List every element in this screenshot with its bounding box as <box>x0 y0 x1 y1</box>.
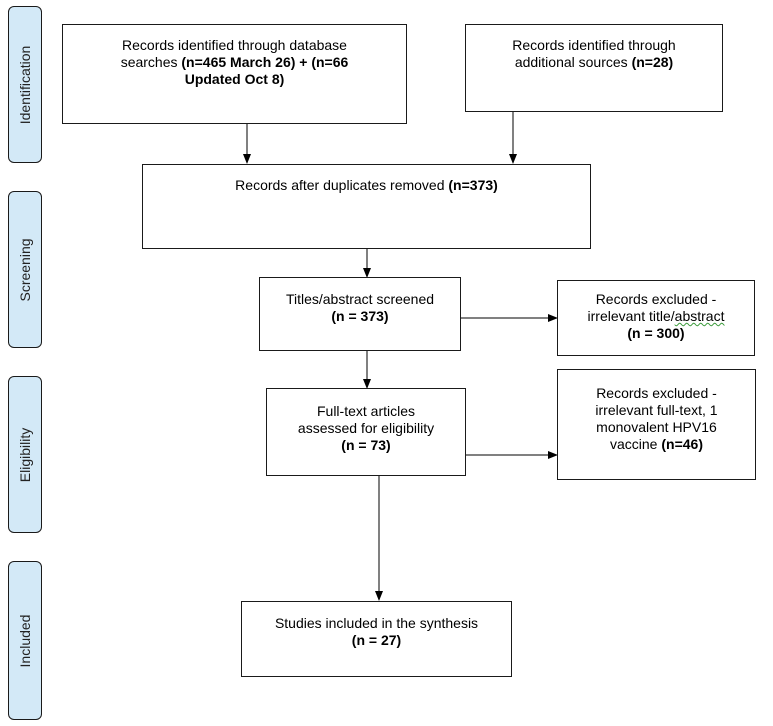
excluded-title-line2-squiggle: abstract <box>674 308 725 324</box>
fulltext-line2: assessed for eligibility <box>297 420 435 436</box>
fulltext-count-line: (n = 73) <box>267 437 465 454</box>
additional-line2-text: additional sources <box>514 54 632 70</box>
excluded-title-count: (n = 300) <box>627 325 685 341</box>
database-line2: searches (n=465 March 26) + (n=66 <box>63 54 406 71</box>
included-count-line: (n = 27) <box>242 632 511 649</box>
screened-count: (n = 373) <box>331 308 389 324</box>
additional-count: (n=28) <box>631 54 674 70</box>
box-excluded-title-abstract: Records excluded - irrelevant title/abst… <box>557 280 755 356</box>
database-line3: Updated Oct 8) <box>63 71 406 88</box>
box-studies-included: Studies included in the synthesis (n = 2… <box>241 601 512 677</box>
excluded-title-line2: irrelevant title/abstract <box>558 308 754 325</box>
database-line3-count: Updated Oct 8) <box>184 71 285 87</box>
excluded-title-line1: Records excluded - <box>595 291 717 307</box>
box-duplicates-removed: Records after duplicates removed (n=373) <box>142 164 591 249</box>
box-additional-records: Records identified through additional so… <box>465 24 723 112</box>
excluded-fulltext-line1: Records excluded - <box>596 385 717 401</box>
database-line2-text: searches <box>120 54 182 70</box>
excluded-fulltext-line2: irrelevant full-text, 1 <box>595 402 718 418</box>
database-line2-count: (n=465 March 26) + (n=66 <box>181 54 349 70</box>
excluded-fulltext-line4-text: vaccine <box>610 436 662 452</box>
box-excluded-fulltext: Records excluded - irrelevant full-text,… <box>557 369 756 480</box>
duplicates-count: (n=373) <box>448 177 498 193</box>
phase-included: Included <box>8 561 42 720</box>
duplicates-line: Records after duplicates removed (n=373) <box>143 177 590 194</box>
included-line1: Studies included in the synthesis <box>274 615 479 631</box>
phase-screening: Screening <box>8 191 42 348</box>
phase-eligibility: Eligibility <box>8 376 42 533</box>
included-count: (n = 27) <box>351 632 402 648</box>
fulltext-count: (n = 73) <box>341 437 391 453</box>
database-line1: Records identified through database <box>122 37 347 53</box>
screened-line1: Titles/abstract screened <box>285 291 435 307</box>
fulltext-line1: Full-text articles <box>316 403 416 419</box>
phase-identification: Identification <box>8 6 42 163</box>
excluded-fulltext-count: (n=46) <box>661 436 703 452</box>
additional-line2: additional sources (n=28) <box>466 54 722 71</box>
box-fulltext-assessed: Full-text articles assessed for eligibil… <box>266 388 466 476</box>
box-titles-screened: Titles/abstract screened (n = 373) <box>259 277 461 351</box>
excluded-title-count-line: (n = 300) <box>558 325 754 342</box>
excluded-fulltext-line3: monovalent HPV16 <box>596 419 717 435</box>
screened-count-line: (n = 373) <box>260 308 460 325</box>
excluded-title-line2-text: irrelevant title/ <box>587 308 675 324</box>
duplicates-text: Records after duplicates removed <box>235 177 449 193</box>
additional-line1: Records identified through <box>512 37 676 53</box>
box-database-records: Records identified through database sear… <box>62 24 407 124</box>
excluded-fulltext-line4: vaccine (n=46) <box>558 436 755 453</box>
